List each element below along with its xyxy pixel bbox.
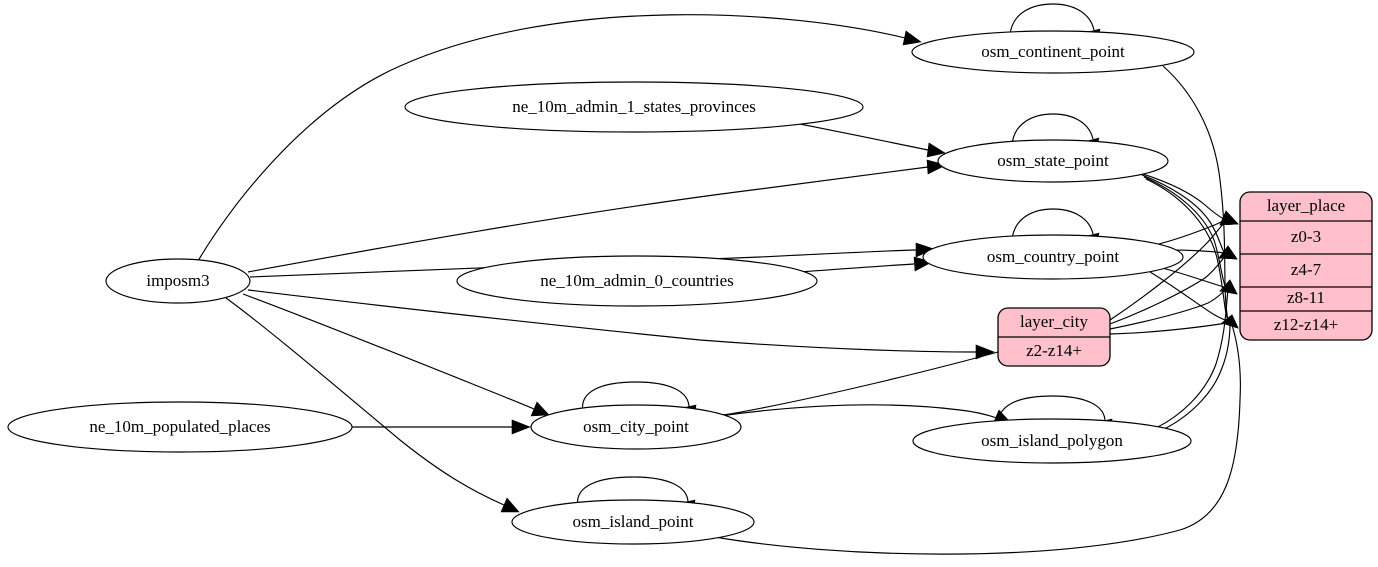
edge-imposm3-to-osm_continent_point <box>197 14 922 262</box>
node-label-ne_10m_populated_places: ne_10m_populated_places <box>89 417 270 436</box>
edge-imposm3-to-osm_city_point <box>242 293 550 417</box>
node-osm_continent_point[interactable]: osm_continent_point <box>911 30 1195 74</box>
edge-imposm3-to-osm_state_point <box>247 159 947 273</box>
node-label-ne_10m_admin_0_countries: ne_10m_admin_0_countries <box>540 271 734 290</box>
edge-layer_city-to-layer_place-z4 <box>1109 245 1238 325</box>
record-node-layer_place[interactable]: layer_place z0-3 z4-7 z8-11 z12-z14+ <box>1239 191 1373 341</box>
node-ne_10m_admin_1_states_provinces[interactable]: ne_10m_admin_1_states_provinces <box>404 81 864 133</box>
record-row-layer_place-3[interactable]: z12-z14+ <box>1274 315 1338 334</box>
record-row-layer_city-0[interactable]: z2-z14+ <box>1026 341 1082 360</box>
edge-imposm3-to-layer_city <box>247 289 995 360</box>
node-osm_island_polygon[interactable]: osm_island_polygon <box>912 418 1192 464</box>
node-label-osm_island_point: osm_island_point <box>573 512 694 531</box>
node-osm_city_point[interactable]: osm_city_point <box>530 404 742 450</box>
node-imposm3[interactable]: imposm3 <box>105 258 251 304</box>
node-label-osm_city_point: osm_city_point <box>583 417 689 436</box>
edge-ne_10m_admin_1_states_provinces-to-osm_state_point <box>799 123 946 158</box>
edge-layer_city-to-osm_city_point <box>699 351 999 426</box>
edge-osm_island_point-to-layer_place-z12 <box>714 314 1241 555</box>
record-node-layer_city[interactable]: layer_city z2-z14+ <box>997 307 1111 367</box>
record-title-layer_city: layer_city <box>1020 312 1088 331</box>
node-label-osm_continent_point: osm_continent_point <box>981 42 1125 61</box>
node-osm_island_point[interactable]: osm_island_point <box>511 499 755 545</box>
edge-osm_island_polygon-to-layer_place-z12 <box>1159 314 1239 432</box>
record-row-layer_place-0[interactable]: z0-3 <box>1291 227 1321 246</box>
edge-osm_island_polygon-to-layer_place-z8 <box>1155 279 1238 429</box>
edge-ne_10m_populated_places-to-osm_city_point <box>352 419 531 435</box>
edge-osm_city_point-to-osm_island_polygon <box>711 404 1012 425</box>
node-layer: imposm3 ne_10m_populated_places ne_10m_a… <box>7 30 1195 545</box>
node-label-osm_country_point: osm_country_point <box>987 247 1119 266</box>
node-osm_country_point[interactable]: osm_country_point <box>922 234 1184 280</box>
record-title-layer_place: layer_place <box>1267 196 1345 215</box>
record-row-layer_place-1[interactable]: z4-7 <box>1291 260 1322 279</box>
edge-ne_10m_admin_0_countries-to-osm_country_point <box>798 256 933 273</box>
node-label-osm_island_polygon: osm_island_polygon <box>981 431 1123 450</box>
node-osm_state_point[interactable]: osm_state_point <box>937 139 1169 183</box>
node-ne_10m_populated_places[interactable]: ne_10m_populated_places <box>7 401 353 453</box>
edge-layer_city-to-layer_place-z0 <box>1109 210 1239 321</box>
node-label-ne_10m_admin_1_states_provinces: ne_10m_admin_1_states_provinces <box>512 97 756 116</box>
record-row-layer_place-2[interactable]: z8-11 <box>1287 288 1325 307</box>
node-label-osm_state_point: osm_state_point <box>997 151 1109 170</box>
edge-layer <box>197 3 1241 555</box>
edge-imposm3-to-osm_island_point <box>225 297 520 513</box>
node-ne_10m_admin_0_countries[interactable]: ne_10m_admin_0_countries <box>456 255 818 307</box>
node-label-imposm3: imposm3 <box>146 271 209 290</box>
